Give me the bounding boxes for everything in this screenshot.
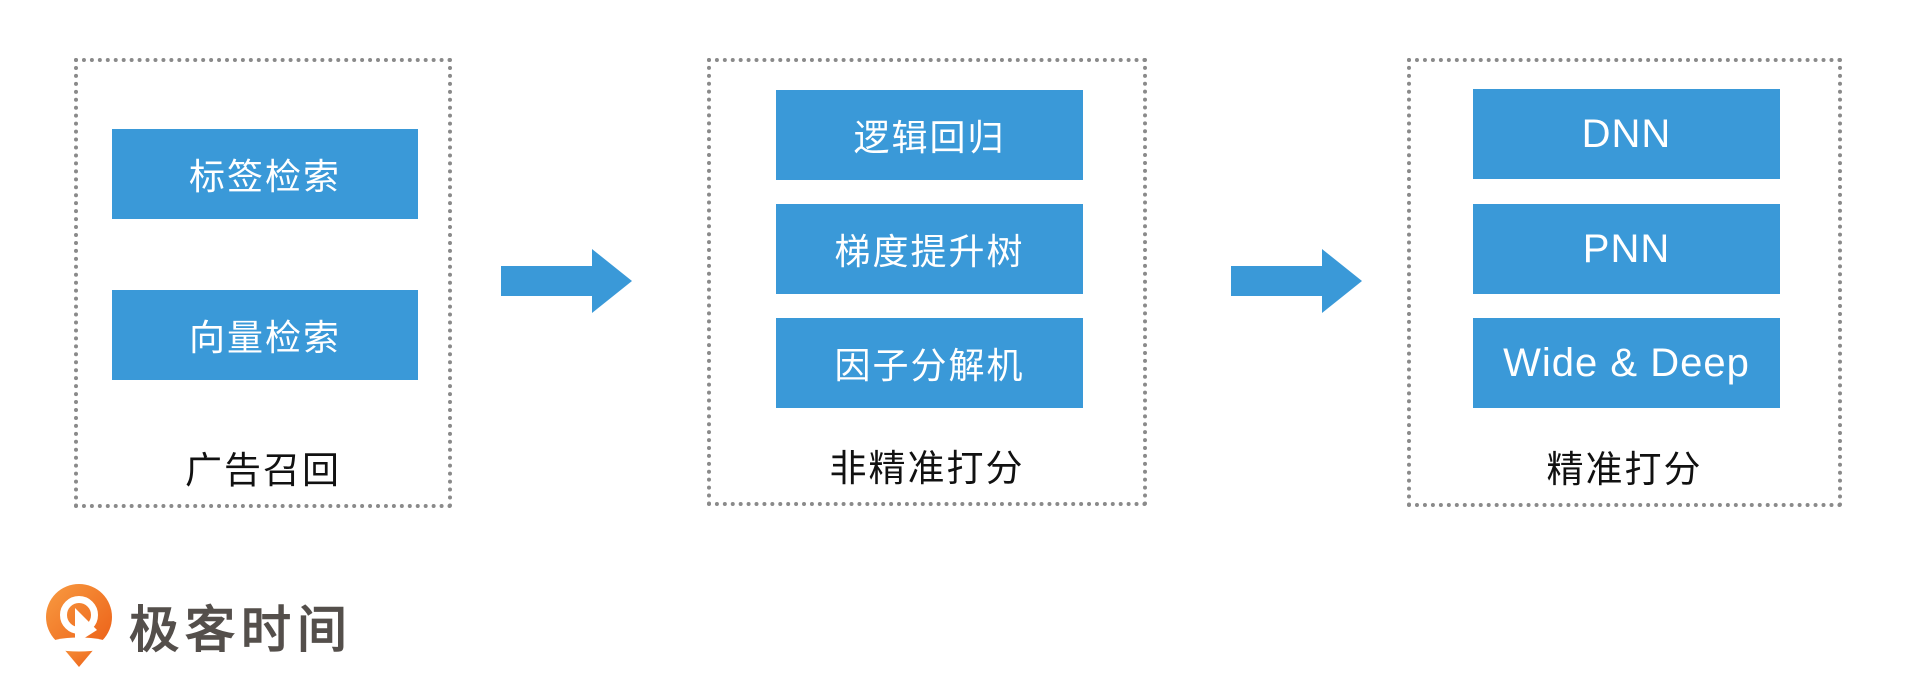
item-tag-retrieval: 标签检索: [112, 129, 418, 219]
geektime-logo-text: 极客时间: [129, 602, 353, 658]
right-block-arrow-icon: [1231, 249, 1362, 313]
item-wide-and-deep: Wide & Deep: [1473, 318, 1780, 408]
group-box-precise-scoring: DNN PNN Wide & Deep 精准打分: [1407, 58, 1842, 507]
item-logistic-regression: 逻辑回归: [776, 90, 1083, 180]
item-gradient-boosting-tree: 梯度提升树: [776, 204, 1083, 294]
right-block-arrow-icon: [501, 249, 632, 313]
item-pnn: PNN: [1473, 204, 1780, 294]
group-box-ad-recall: 标签检索 向量检索 广告召回: [74, 58, 452, 508]
item-dnn: DNN: [1473, 89, 1780, 179]
group-label-ad-recall: 广告召回: [185, 450, 341, 491]
geektime-pin-icon: [46, 584, 112, 667]
group-box-coarse-scoring: 逻辑回归 梯度提升树 因子分解机 非精准打分: [707, 58, 1147, 506]
geektime-logo: 极客时间: [43, 584, 353, 668]
group-label-precise-scoring: 精准打分: [1546, 449, 1703, 490]
item-vector-retrieval: 向量检索: [112, 290, 418, 380]
group-label-coarse-scoring: 非精准打分: [829, 448, 1025, 489]
item-factorization-machine: 因子分解机: [776, 318, 1083, 408]
